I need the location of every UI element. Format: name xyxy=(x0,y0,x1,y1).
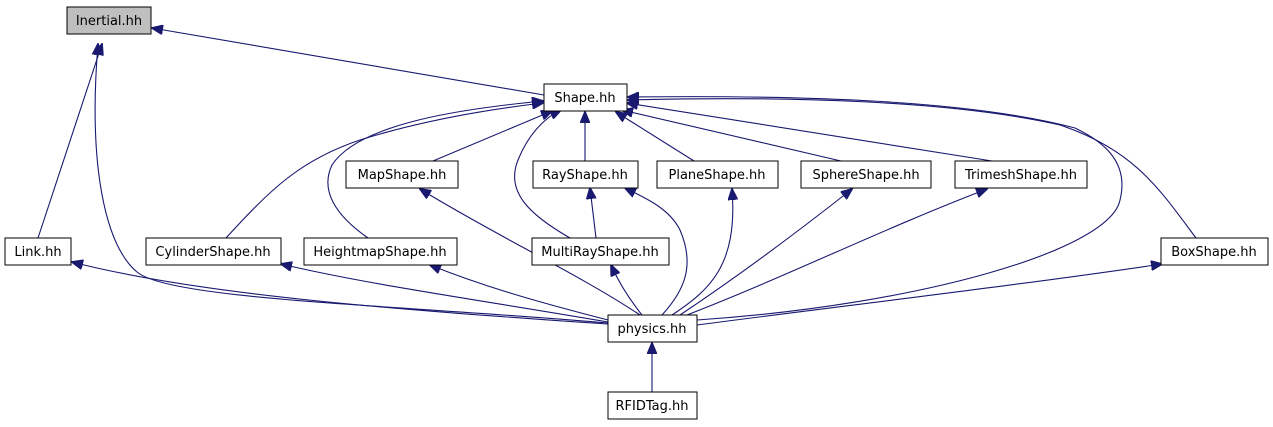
edge-physics-to-planeshape xyxy=(671,189,733,316)
node-box xyxy=(145,237,282,266)
edge-mapshape-to-shape xyxy=(432,111,552,162)
node-box xyxy=(66,6,152,35)
node-multirayshape[interactable]: MultiRayShape.hh xyxy=(531,237,670,266)
edge-line xyxy=(513,110,571,239)
edge-physics-to-multirayshape xyxy=(611,265,643,316)
node-box xyxy=(1160,237,1269,266)
node-label: BoxShape.hh xyxy=(1171,245,1256,260)
node-sphereshape[interactable]: SphereShape.hh xyxy=(800,160,932,189)
node-label: MultiRayShape.hh xyxy=(541,245,659,260)
edge-multirayshape-to-rayshape xyxy=(590,188,597,239)
edge-physics-to-trimeshshape xyxy=(686,189,987,316)
edge-line xyxy=(686,189,987,316)
edge-line xyxy=(616,112,695,162)
node-heightmapshape[interactable]: HeightmapShape.hh xyxy=(303,237,458,266)
edge-physics-to-cylindershape xyxy=(281,264,609,323)
node-label: TrimeshShape.hh xyxy=(964,168,1077,183)
edge-line xyxy=(327,101,543,239)
node-box xyxy=(4,237,72,266)
node-label: SphereShape.hh xyxy=(812,168,919,183)
edge-line xyxy=(625,188,688,316)
edge-planeshape-to-shape xyxy=(616,112,695,162)
node-box xyxy=(345,160,459,189)
node-label: RFIDTag.hh xyxy=(616,399,689,414)
node-planeshape[interactable]: PlaneShape.hh xyxy=(656,160,779,189)
node-box xyxy=(656,160,779,189)
node-label: physics.hh xyxy=(617,322,686,337)
edge-sphereshape-to-shape xyxy=(622,110,842,162)
edge-line xyxy=(622,110,842,162)
edge-physics-to-rayshape xyxy=(625,188,688,316)
node-trimeshshape[interactable]: TrimeshShape.hh xyxy=(954,160,1088,189)
edge-line xyxy=(152,28,545,96)
edge-line xyxy=(611,265,643,316)
edge-link-to-inertial xyxy=(37,44,102,239)
edge-line xyxy=(432,111,552,162)
node-shape[interactable]: Shape.hh xyxy=(543,83,628,112)
node-label: MapShape.hh xyxy=(358,168,447,183)
node-link[interactable]: Link.hh xyxy=(4,237,72,266)
edge-line xyxy=(696,264,1162,326)
node-box xyxy=(543,83,628,112)
edge-boxshape-to-shape xyxy=(628,99,1197,239)
edge-line xyxy=(37,44,102,239)
node-label: RayShape.hh xyxy=(542,168,628,183)
node-boxshape[interactable]: BoxShape.hh xyxy=(1160,237,1269,266)
edge-line xyxy=(627,103,993,162)
edge-trimeshshape-to-shape xyxy=(627,103,993,162)
node-inertial[interactable]: Inertial.hh xyxy=(66,6,152,35)
edge-shape-to-inertial xyxy=(152,28,545,96)
edge-line xyxy=(671,189,733,316)
node-label: Shape.hh xyxy=(554,91,615,106)
node-box xyxy=(954,160,1088,189)
edge-physics-to-link xyxy=(72,262,609,325)
edge-line xyxy=(628,97,1123,321)
edge-line xyxy=(628,99,1197,239)
edge-line xyxy=(281,264,609,323)
edge-line xyxy=(679,189,852,316)
node-label: Inertial.hh xyxy=(76,14,142,29)
edge-line xyxy=(225,103,543,239)
edge-line xyxy=(430,265,609,321)
node-mapshape[interactable]: MapShape.hh xyxy=(345,160,459,189)
edge-cylindershape-to-shape xyxy=(225,103,543,239)
edge-line xyxy=(72,262,609,325)
edge-physics-to-heightmapshape xyxy=(430,265,609,321)
node-label: PlaneShape.hh xyxy=(669,168,766,183)
node-label: HeightmapShape.hh xyxy=(313,245,446,260)
node-box xyxy=(800,160,932,189)
edge-heightmapshape-to-shape xyxy=(327,101,543,239)
node-box xyxy=(532,160,639,189)
nodes-layer: Inertial.hh Shape.hh MapShape.hh RayShap… xyxy=(4,6,1269,420)
edge-multirayshape-to-shape xyxy=(513,110,571,239)
node-rayshape[interactable]: RayShape.hh xyxy=(532,160,639,189)
node-box xyxy=(607,314,698,343)
node-box xyxy=(607,391,698,420)
node-rfidtag[interactable]: RFIDTag.hh xyxy=(607,391,698,420)
node-cylindershape[interactable]: CylinderShape.hh xyxy=(145,237,282,266)
node-label: Link.hh xyxy=(14,245,61,260)
edge-physics-to-boxshape xyxy=(696,264,1162,326)
node-box xyxy=(303,237,458,266)
node-physics[interactable]: physics.hh xyxy=(607,314,698,343)
node-label: CylinderShape.hh xyxy=(155,245,270,260)
edge-line xyxy=(590,188,597,239)
edge-physics-to-shape xyxy=(628,97,1123,321)
node-box xyxy=(531,237,670,266)
edge-physics-to-sphereshape xyxy=(679,189,852,316)
